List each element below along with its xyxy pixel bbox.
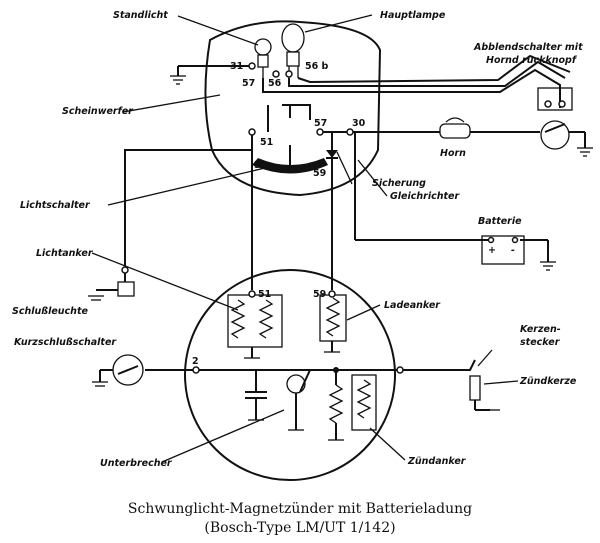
schlussleuchte-lamp: [88, 270, 135, 301]
label-horn: Horn: [440, 148, 466, 159]
terminal-31: 31: [230, 61, 243, 72]
battery-symbol: [481, 235, 556, 271]
label-hauptlampe: Hauptlampe: [380, 10, 446, 21]
terminal-59a: 59: [313, 168, 326, 179]
headlight-housing: [204, 20, 382, 197]
cable-dimmer-2: [288, 60, 566, 87]
wire-zuendkabel: [400, 359, 476, 371]
label-kerzenstecker-1: Kerzen-: [520, 324, 561, 335]
terminal-2: 2: [192, 356, 199, 367]
terminal-59b: 59: [313, 289, 326, 300]
label-batterie: Batterie: [478, 216, 522, 227]
label-schlussleuchte: Schlußleuchte: [12, 306, 88, 317]
terminal-56: 56: [268, 78, 282, 89]
caption-line-1: Schwunglicht-Magnetzünder mit Batteriela…: [128, 501, 472, 517]
terminal-58: 58: [254, 160, 268, 171]
zuendanker-coils: [328, 370, 377, 441]
label-unterbrecher: Unterbrecher: [100, 458, 173, 469]
abblendschalter-box: [537, 87, 573, 111]
terminal-51b: 51: [258, 289, 271, 300]
terminal-57b: 57: [314, 118, 327, 129]
label-abblendschalter-2: Hornd rückknopf: [486, 55, 578, 66]
label-kerzenstecker-2: stecker: [520, 337, 561, 348]
label-abblendschalter-1: Abblendschalter mit: [473, 42, 583, 53]
horn-button: [540, 120, 570, 150]
terminal-51a: 51: [260, 137, 273, 148]
label-zuendkerze: Zündkerze: [519, 376, 577, 387]
caption-line-2: (Bosch-Type LM/UT 1/142): [204, 520, 395, 536]
lichtschalter-arc: [252, 158, 328, 174]
label-ladeanker: Ladeanker: [384, 300, 441, 311]
lichtschalter-wiring: [267, 104, 311, 132]
label-kurzschlussschalter: Kurzschlußschalter: [14, 337, 117, 348]
unterbrecher: [245, 369, 311, 431]
ground-top-left: [170, 65, 255, 85]
zuendkerze-plug: [469, 375, 500, 411]
wire-schlussleuchte: [124, 149, 252, 270]
ladeanker-coil: [319, 294, 347, 353]
cable-dimmer-3: [297, 54, 571, 84]
cable-dimmer-1: [262, 68, 561, 108]
horn-icon: [439, 117, 471, 139]
kurzschlussschalter-switch: [92, 354, 144, 387]
terminals: [121, 62, 404, 374]
magneto-housing: [184, 269, 396, 481]
label-standlicht: Standlicht: [113, 10, 168, 21]
label-lichtanker: Lichtanker: [36, 248, 94, 259]
battery-minus: -: [511, 245, 515, 256]
terminal-30: 30: [352, 118, 366, 129]
battery-plus: +: [488, 245, 496, 256]
label-zuendanker: Zündanker: [407, 456, 467, 467]
label-scheinwerfer: Scheinwerfer: [62, 106, 134, 117]
standlicht-bulb: [254, 38, 272, 78]
leader-lines: [91, 14, 519, 463]
terminal-57a: 57: [242, 78, 255, 89]
label-lichtschalter: Lichtschalter: [20, 200, 91, 211]
lichtanker-coils: [227, 294, 283, 359]
gleichrichter-symbol: [326, 150, 338, 158]
terminal-56b: 56 b: [305, 61, 329, 72]
label-sicherung: Sicherung: [372, 178, 426, 189]
hauptlampe-bulb: [281, 23, 305, 78]
label-gleichrichter: Gleichrichter: [390, 191, 460, 202]
